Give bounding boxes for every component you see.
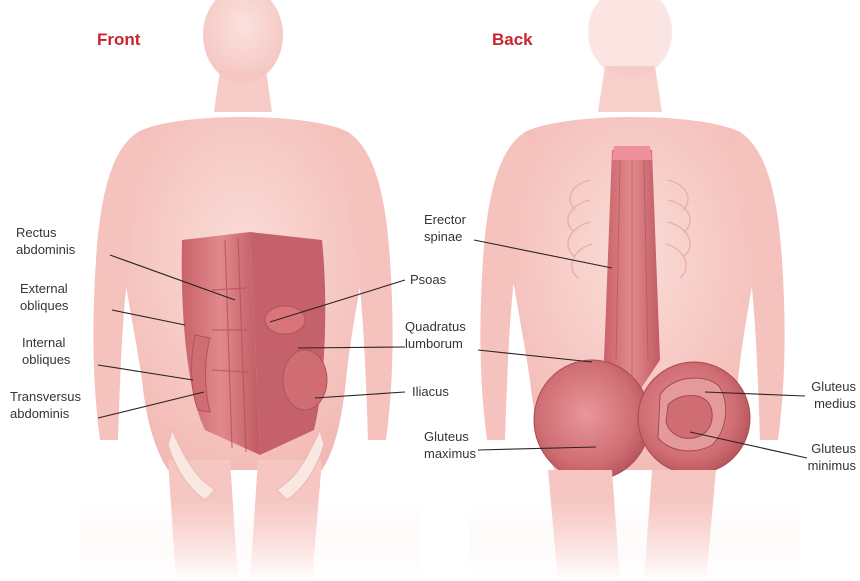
label-quadratus-lumborum: Quadratus lumborum [405, 318, 466, 352]
front-title: Front [97, 31, 140, 48]
label-external-obliques: External obliques [20, 280, 68, 314]
label-rectus-abdominis: Rectus abdominis [16, 224, 75, 258]
label-gluteus-maximus: Gluteus maximus [424, 428, 476, 462]
label-iliacus: Iliacus [412, 383, 449, 400]
label-gluteus-minimus: Gluteus minimus [790, 440, 856, 474]
label-psoas: Psoas [410, 271, 446, 288]
front-body [80, 0, 420, 581]
back-title: Back [492, 31, 533, 48]
label-transversus-abdominis: Transversus abdominis [10, 388, 81, 422]
label-gluteus-medius: Gluteus medius [790, 378, 856, 412]
label-erector-spinae: Erector spinae [424, 211, 466, 245]
back-body [470, 0, 800, 581]
label-internal-obliques: Internal obliques [22, 334, 70, 368]
